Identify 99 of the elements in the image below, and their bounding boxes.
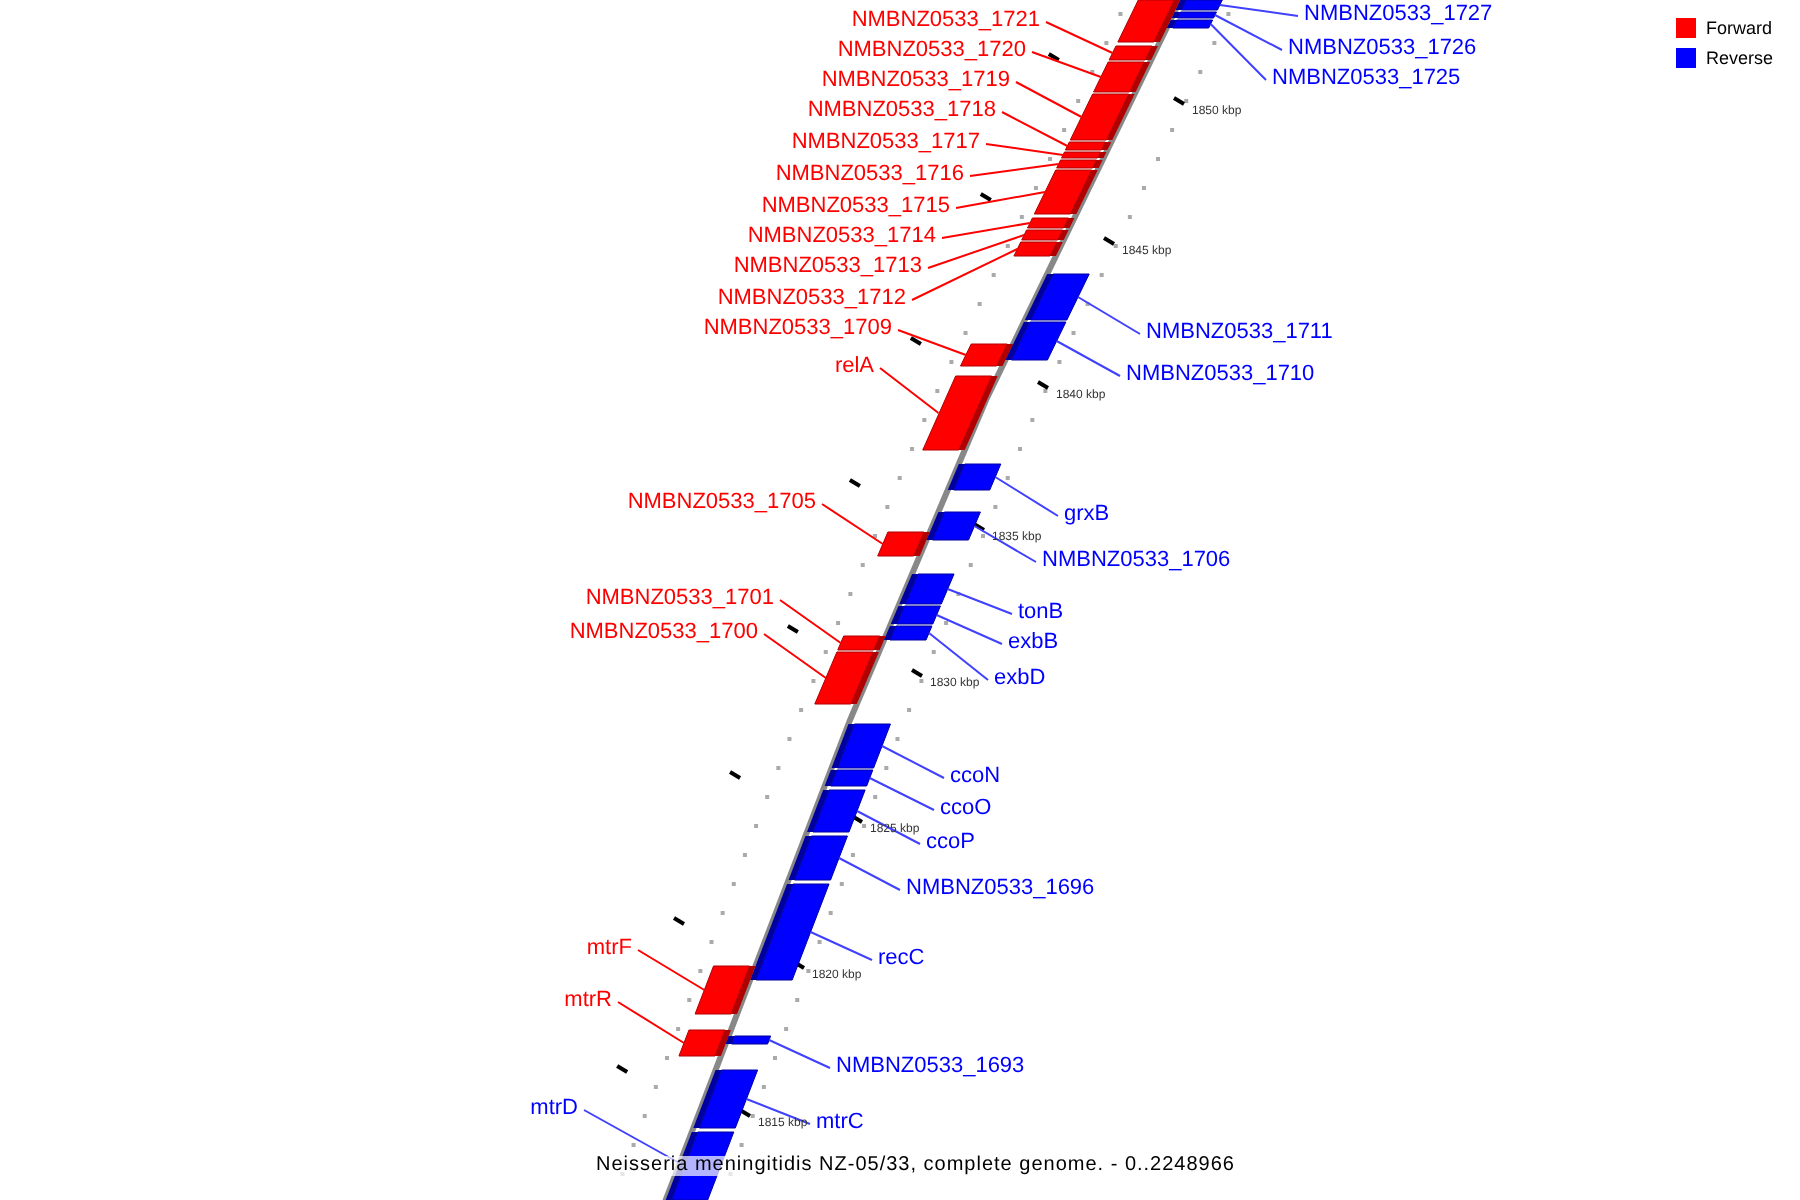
leader-line [1214, 14, 1283, 51]
leader-line [973, 525, 1037, 563]
leader-line [994, 476, 1059, 517]
gene-label: NMBNZ0533_1714 [747, 226, 936, 248]
gene-label: relA [834, 356, 874, 378]
legend-label: Reverse [1706, 49, 1774, 67]
leader-line [897, 329, 967, 356]
leader-line [911, 248, 1019, 301]
leader-line [745, 1098, 811, 1125]
caption: Neisseria meningitidis NZ-05/33, complete genome. - 0..2248966 [596, 1156, 1235, 1176]
gene-label: ccoO [940, 798, 992, 820]
leader-line [1045, 21, 1114, 54]
leader-line [821, 503, 884, 545]
leader-line [946, 588, 1013, 615]
leader-line [779, 599, 842, 644]
leader-line [1031, 51, 1102, 78]
gene-label: NMBNZ0533_1693 [836, 1056, 1025, 1078]
gene-segment [1061, 151, 1107, 159]
leader-line [927, 632, 989, 681]
gene-label: NMBNZ0533_1718 [807, 100, 996, 122]
gene-segment [884, 625, 933, 641]
gene-label: recC [878, 948, 925, 970]
gene-label: NMBNZ0533_1725 [1272, 68, 1461, 90]
leader-line [617, 1001, 685, 1044]
gene-segment [922, 375, 998, 451]
gene-label: NMBNZ0533_1721 [851, 10, 1040, 32]
gene-segment [1056, 159, 1103, 169]
gene-label: tonB [1018, 602, 1064, 624]
leader-line [1015, 81, 1083, 118]
gene-segment [899, 573, 955, 605]
gene-label: NMBNZ0533_1727 [1304, 4, 1493, 26]
gene-label: ccoP [926, 832, 975, 854]
leader-line [1055, 340, 1121, 377]
gene-segment [947, 463, 1002, 491]
gene-segment [1108, 45, 1158, 61]
gene-label: NMBNZ0533_1701 [585, 588, 774, 610]
gene-label: mtrR [564, 990, 612, 1012]
gene-segment [693, 1069, 759, 1129]
gene-segment [1013, 241, 1063, 257]
leader-line [1209, 23, 1267, 81]
gene-segment [1175, 0, 1223, 11]
legend-label: Forward [1706, 19, 1773, 37]
leader-line [985, 143, 1064, 156]
leader-line [868, 777, 935, 811]
gene-label: mtrD [530, 1098, 578, 1120]
gene-label: NMBNZ0533_1720 [837, 40, 1026, 62]
gene-segment [1171, 11, 1217, 19]
gene-label: NMBNZ0533_1711 [1146, 322, 1333, 344]
gene-segment [788, 835, 848, 881]
leader-line [927, 234, 1026, 269]
gene-label: NMBNZ0533_1726 [1288, 38, 1477, 60]
gene-label: NMBNZ0533_1716 [775, 164, 964, 186]
gene-segment [725, 1035, 772, 1045]
gene-label: NMBNZ0533_1710 [1126, 364, 1315, 386]
gene-segment [824, 769, 874, 787]
leader-line [1001, 111, 1069, 147]
leader-line [637, 949, 706, 991]
gene-segment [1166, 19, 1214, 29]
gene-segment [1021, 229, 1069, 241]
leader-line [941, 222, 1031, 239]
gene-label: grxB [1064, 504, 1110, 526]
gene-label: ccoN [950, 766, 1001, 788]
gene-segment [877, 531, 930, 557]
gene-label: NMBNZ0533_1706 [1042, 550, 1231, 572]
leader-line [879, 367, 940, 414]
gene-label: NMBNZ0533_1717 [791, 132, 980, 154]
gene-label: NMBNZ0533_1700 [569, 622, 758, 644]
leader-line [955, 191, 1047, 209]
gene-label: mtrF [586, 938, 632, 960]
leader-line [768, 1039, 831, 1069]
gene-segment [694, 965, 756, 1015]
gene-segment [926, 511, 981, 541]
leader-line [935, 614, 1003, 645]
gene-label: NMBNZ0533_1715 [761, 196, 950, 218]
leader-line [856, 810, 921, 845]
leader-line [809, 931, 873, 961]
gene-label: NMBNZ0533_1705 [627, 492, 816, 514]
gene-label: mtrC [816, 1112, 864, 1134]
gene-label: exbB [1008, 632, 1059, 654]
gene-segment [1027, 217, 1075, 229]
gene-segment [837, 635, 886, 651]
gene-segment [1064, 141, 1112, 151]
leader-line [1218, 4, 1299, 17]
gene-segment [1024, 273, 1090, 321]
gene-segment [1005, 321, 1067, 361]
leader-line [1077, 296, 1141, 335]
gene-label: NMBNZ0533_1713 [733, 256, 922, 278]
gene-label: NMBNZ0533_1696 [906, 878, 1095, 900]
leader-line [838, 857, 901, 891]
gene-label: NMBNZ0533_1719 [821, 70, 1010, 92]
gene-segment [960, 343, 1014, 367]
gene-segment [890, 605, 941, 625]
gene-label: NMBNZ0533_1709 [703, 318, 892, 340]
leader-line [969, 163, 1060, 177]
leader-line [763, 633, 827, 679]
gene-label: NMBNZ0533_1712 [717, 288, 906, 310]
gene-label: exbD [994, 668, 1046, 690]
gene-segment [678, 1029, 731, 1057]
leader-line [881, 745, 945, 779]
